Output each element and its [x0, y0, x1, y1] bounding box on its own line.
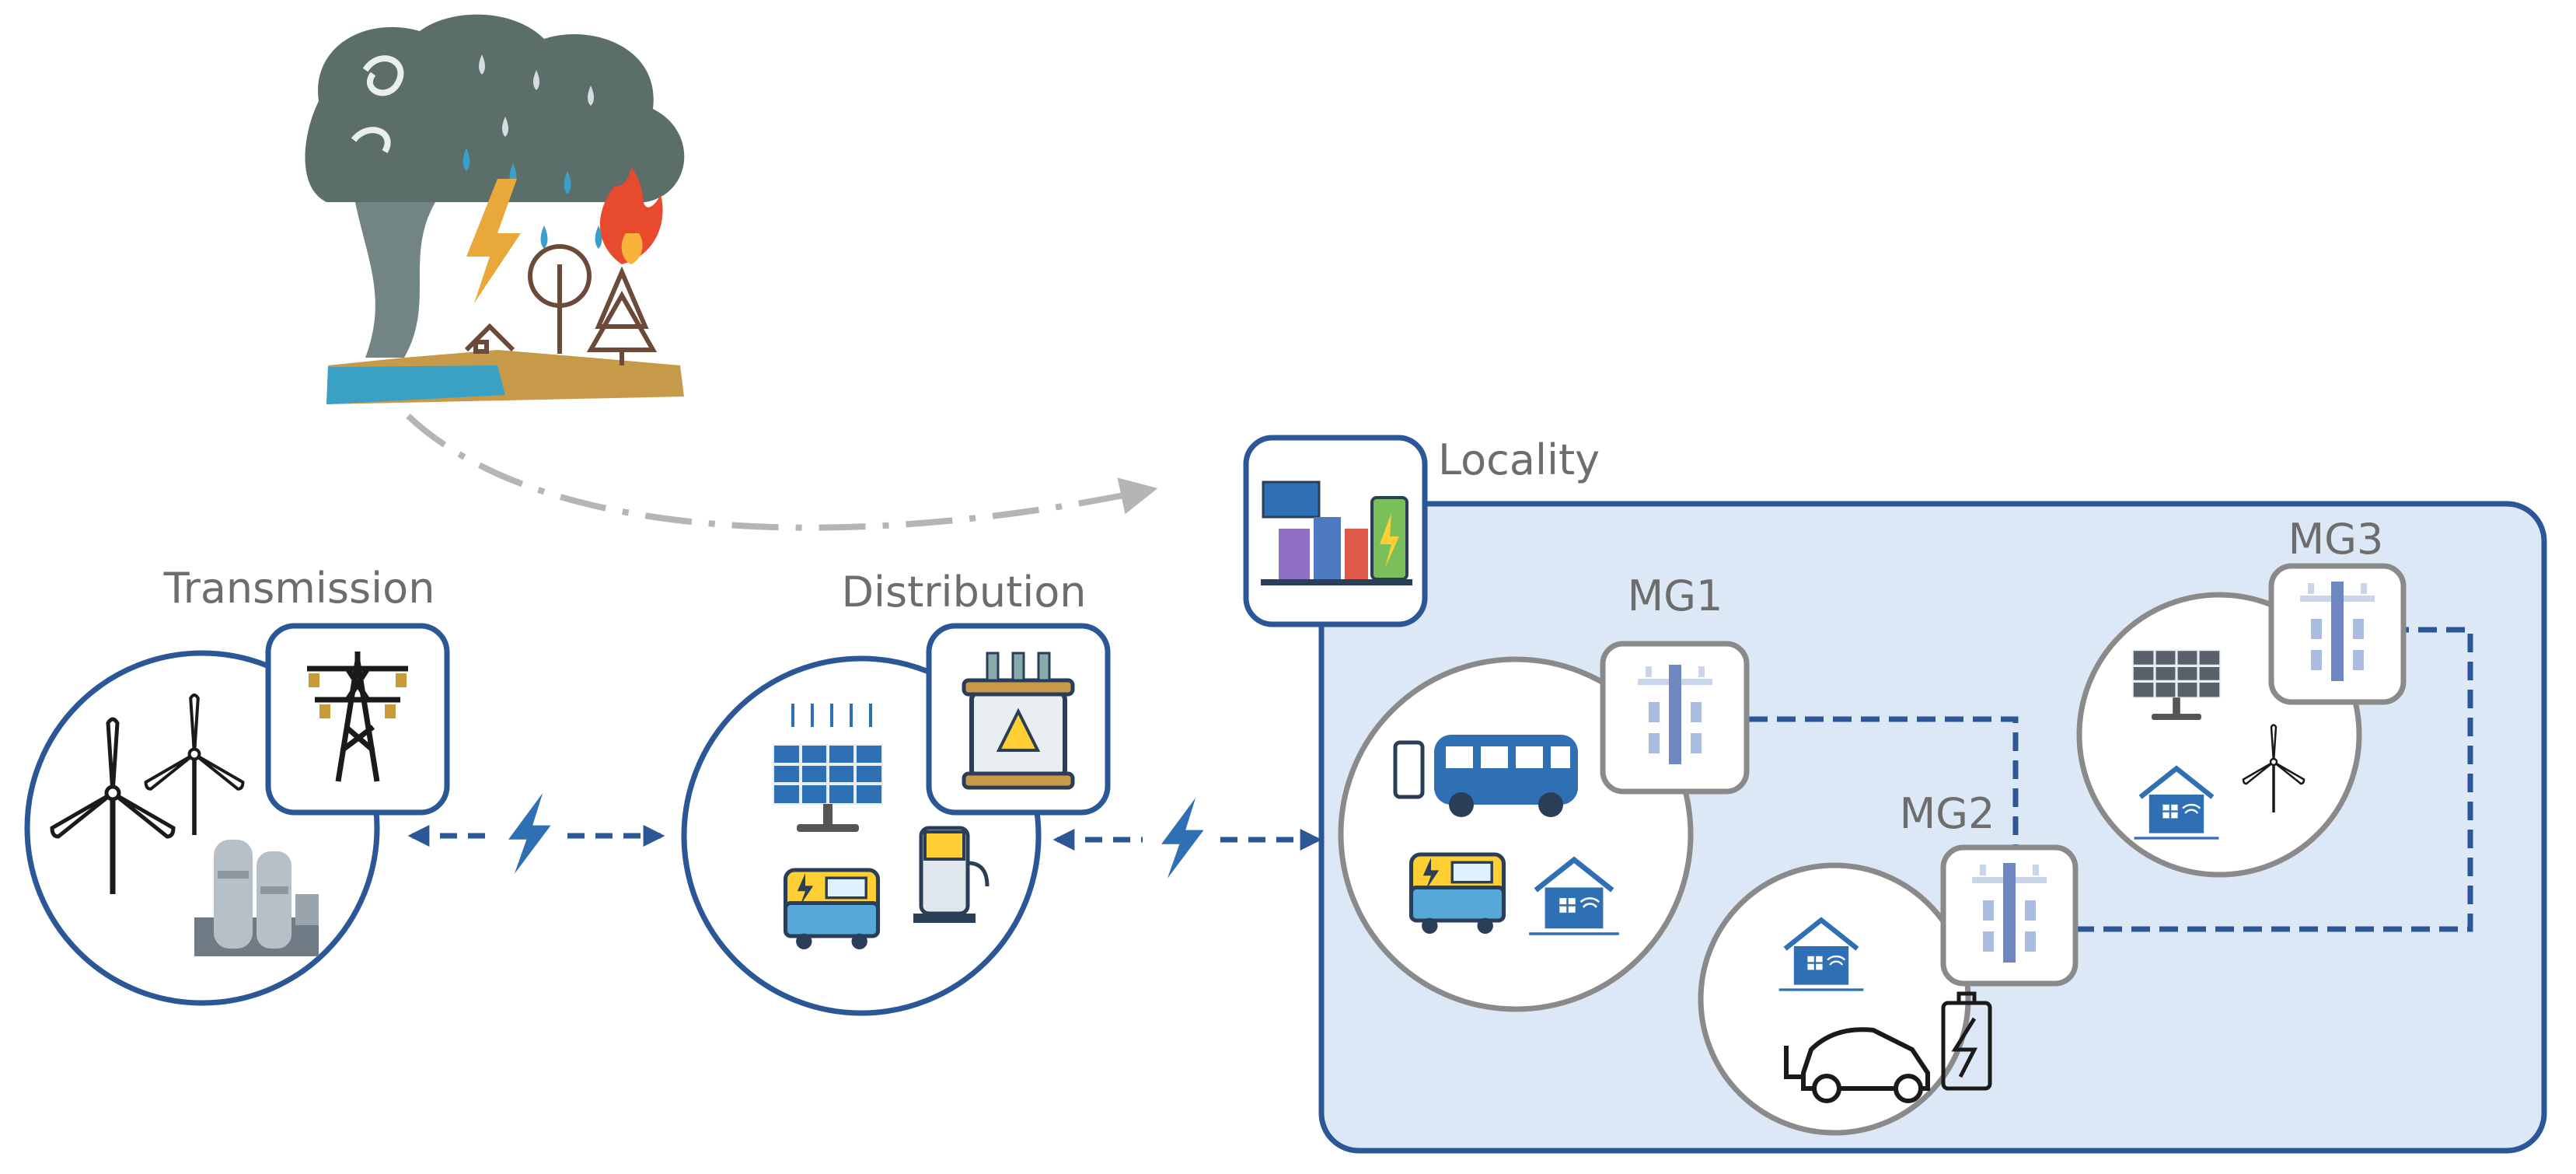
microgrid-mg1: MG1 — [1338, 571, 1750, 1012]
locality-label: Locality — [1438, 435, 1600, 484]
distribution-label: Distribution — [841, 568, 1086, 617]
power-plant-icon — [194, 840, 319, 956]
transmission-node: Transmission — [24, 564, 450, 1006]
microgrid-mg3: MG3 — [2076, 515, 2407, 878]
switch-pole-icon — [2300, 582, 2375, 681]
storm-hazard-icon — [305, 14, 685, 404]
lightning-bolt-icon — [1161, 798, 1204, 879]
transformer-icon — [962, 652, 1075, 790]
distribution-node: Distribution — [681, 568, 1111, 1016]
transmission-label: Transmission — [163, 564, 435, 613]
microgrid-mg2: MG2 — [1698, 789, 2079, 1136]
battery-icon — [1941, 991, 1992, 1091]
mg1-label: MG1 — [1628, 571, 1723, 620]
mg-interconnection-lines — [1749, 627, 2473, 932]
sun-rays — [791, 704, 872, 727]
switch-pole-icon — [1972, 863, 2047, 963]
solar-panel-icon — [2132, 649, 2221, 720]
mg3-label: MG3 — [2288, 515, 2384, 564]
mg2-label: MG2 — [1900, 789, 1995, 838]
lightning-bolt-icon — [508, 793, 551, 874]
hazard-impact-arrow — [406, 414, 1158, 531]
switch-pole-icon — [1638, 665, 1712, 764]
generator-icon — [1412, 854, 1504, 934]
generator-icon — [786, 870, 878, 949]
smart-city-icon — [1261, 480, 1412, 585]
ev-charger-icon — [913, 826, 990, 923]
transmission-distribution-flow — [407, 793, 665, 874]
transmission-tower-icon — [307, 652, 408, 782]
locality-badge: Locality — [1243, 435, 1600, 627]
bus-icon — [1393, 735, 1578, 817]
distribution-locality-flow — [1052, 798, 1322, 879]
electric-car-icon — [1784, 1027, 1930, 1103]
